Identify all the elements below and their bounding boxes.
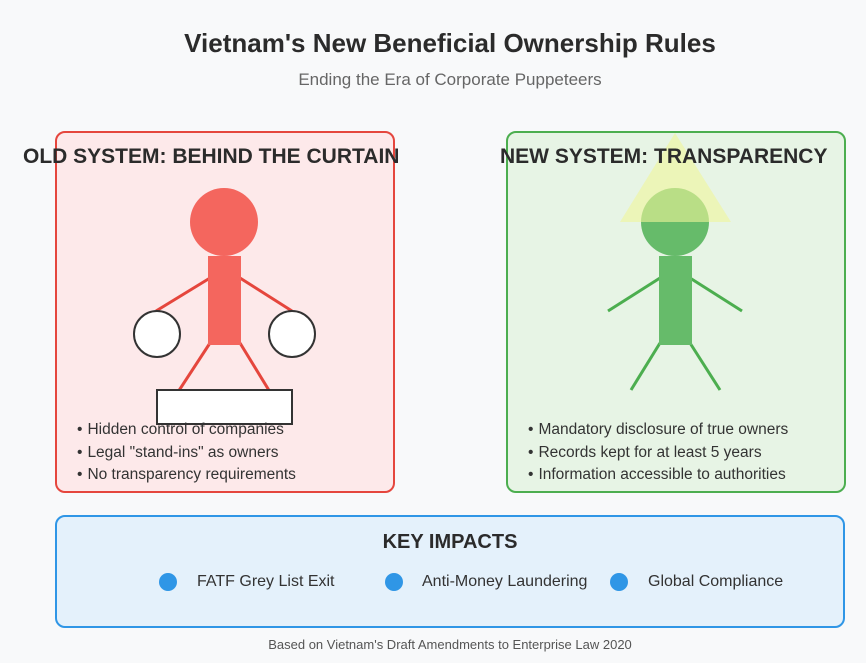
new-system-heading: NEW SYSTEM: TRANSPARENCY (500, 145, 828, 168)
page-title: Vietnam's New Beneficial Ownership Rules (184, 28, 716, 58)
old-bullet-3: No transparency requirements (77, 464, 296, 487)
left-string (155, 276, 211, 313)
old-system-bullets: Hidden control of companies Legal "stand… (77, 419, 296, 487)
new-system-bullets: Mandatory disclosure of true owners Reco… (528, 419, 788, 487)
right-leg-new (688, 342, 722, 391)
new-bullet-2: Records kept for at least 5 years (528, 442, 788, 465)
new-bullet-1: Mandatory disclosure of true owners (528, 419, 788, 442)
owner-body (659, 256, 692, 345)
old-bullet-1: Hidden control of companies (77, 419, 296, 442)
puppeteer-head (190, 188, 258, 256)
puppeteer-body (208, 256, 241, 345)
right-string (239, 276, 293, 313)
footnote: Based on Vietnam's Draft Amendments to E… (268, 637, 632, 652)
key-impacts-title: KEY IMPACTS (382, 531, 518, 553)
impact-dot-icon (159, 573, 177, 591)
right-arm (689, 276, 743, 313)
left-puppet (133, 310, 181, 358)
page-subtitle: Ending the Era of Corporate Puppeteers (298, 70, 602, 89)
left-arm (607, 276, 661, 313)
key-impacts-panel (55, 515, 845, 628)
impact-label-fatf: FATF Grey List Exit (197, 573, 335, 590)
right-puppet (268, 310, 316, 358)
spotlight-icon (620, 133, 731, 222)
impact-label-aml: Anti-Money Laundering (422, 573, 588, 590)
impact-dot-icon (610, 573, 628, 591)
impact-label-compliance: Global Compliance (648, 573, 784, 590)
left-leg (176, 342, 212, 393)
new-bullet-3: Information accessible to authorities (528, 464, 788, 487)
impact-dot-icon (385, 573, 403, 591)
old-bullet-2: Legal "stand-ins" as owners (77, 442, 296, 465)
old-system-heading: OLD SYSTEM: BEHIND THE CURTAIN (23, 145, 400, 168)
right-leg (238, 342, 272, 393)
left-leg-new (629, 342, 662, 391)
